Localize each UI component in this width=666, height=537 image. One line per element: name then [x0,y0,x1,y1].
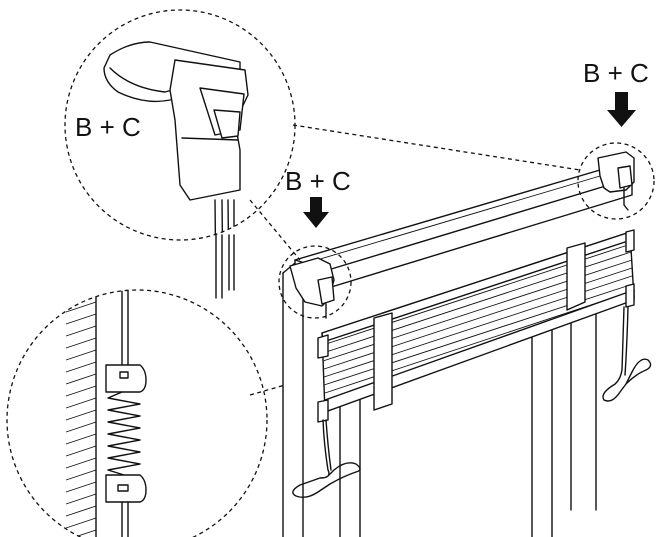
pull-cords [292,306,652,499]
bracket-detail-zoom [64,9,296,299]
zoom-connector-lines [249,124,581,396]
pleated-blind [317,229,635,423]
left-bracket [278,245,352,319]
right-bracket [577,142,655,220]
spring-detail-zoom [6,289,268,537]
wall-hatching [65,290,97,537]
down-arrow-icon-left [303,197,329,228]
left-bracket-label: B + C [285,166,351,196]
bracket-zoom-label: B + C [75,112,141,142]
right-bracket-label: B + C [583,58,649,88]
down-arrow-icon-right [607,92,636,127]
